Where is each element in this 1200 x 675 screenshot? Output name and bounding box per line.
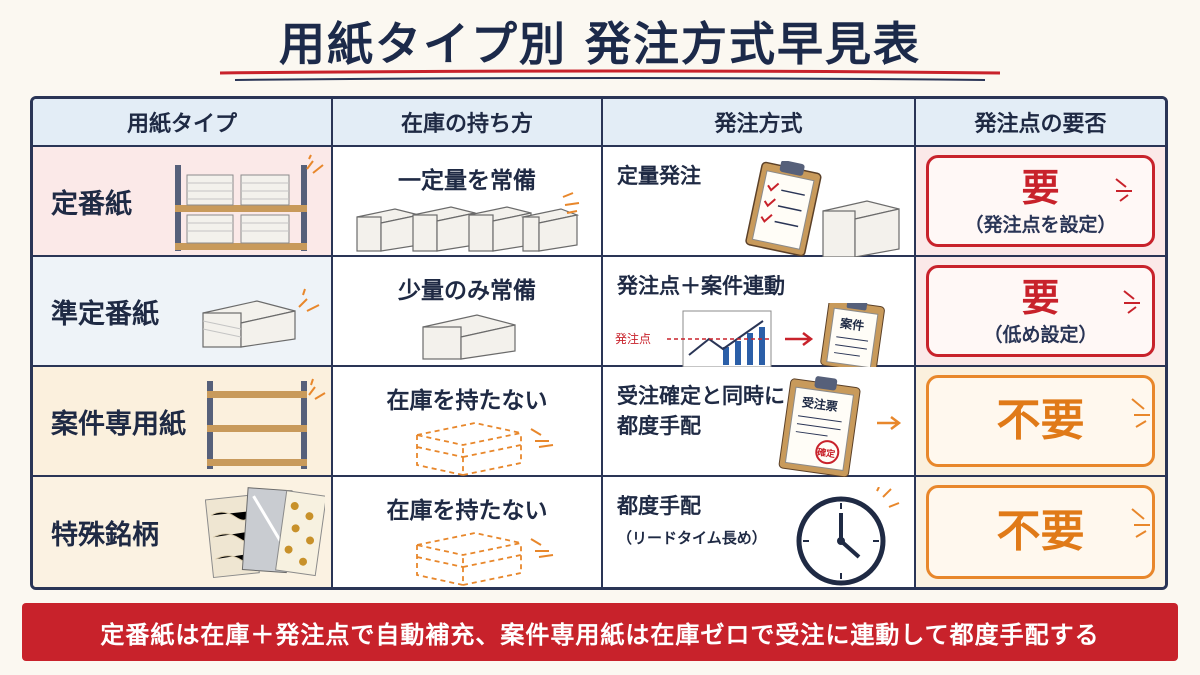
- row-project-required: 不要: [916, 367, 1165, 477]
- arrow-icon: [785, 332, 814, 346]
- holding-label: 在庫を持たない: [386, 498, 548, 524]
- reorder-point-label: 発注点: [615, 331, 651, 346]
- reorder-not-required-badge: 不要: [926, 375, 1155, 467]
- shelf-icon: [207, 381, 307, 469]
- emphasis-marks-icon: [1115, 178, 1132, 202]
- paper-stack-icon: [356, 206, 579, 252]
- row-project-type: 案件専用紙: [33, 367, 333, 477]
- row-standard-holding: 一定量を常備: [333, 147, 603, 257]
- method-sub-label: （リードタイム長め）: [617, 529, 767, 547]
- emphasis-marks-icon: [298, 288, 320, 312]
- row-semi-standard-type: 準定番紙: [33, 257, 333, 367]
- reorder-required-badge: 要 （低め設定）: [926, 265, 1155, 357]
- dashed-paper-icon: [416, 422, 522, 477]
- method-label: 定量発注: [617, 164, 701, 188]
- required-value: 不要: [996, 506, 1085, 557]
- clipboard-checklist-icon: [745, 161, 900, 258]
- holding-label: 一定量を常備: [398, 168, 536, 194]
- header-reorder-point: 発注点の要否: [916, 99, 1165, 147]
- type-label: 特殊銘柄: [51, 519, 159, 551]
- required-note: （発注点を設定）: [964, 213, 1117, 236]
- header-paper-type: 用紙タイプ: [33, 99, 333, 147]
- stamp-label: 確定: [816, 446, 836, 461]
- type-label: 案件専用紙: [51, 408, 186, 440]
- emphasis-marks-icon: [306, 154, 324, 174]
- row-standard-method: 定量発注: [603, 147, 916, 258]
- shelf-icon: [175, 165, 307, 251]
- row-semi-standard-holding: 少量のみ常備: [333, 257, 603, 367]
- row-special-required: 不要: [916, 477, 1165, 587]
- method-label: 都度手配: [617, 494, 701, 518]
- ordering-table: 用紙タイプ 在庫の持ち方 発注方式 発注点の要否 定番紙 一定量を常備: [30, 96, 1168, 590]
- emphasis-marks-icon: [1123, 290, 1140, 314]
- required-value: 不要: [996, 395, 1085, 446]
- row-semi-standard-method: 発注点＋案件連動 発注点 案件: [603, 257, 916, 373]
- summary-banner: 定番紙は在庫＋発注点で自動補充、案件専用紙は在庫ゼロで受注に連動して都度手配する: [22, 603, 1178, 661]
- header-stock-holding: 在庫の持ち方: [333, 99, 603, 147]
- emphasis-marks-icon: [530, 538, 554, 558]
- method-label: 発注点＋案件連動: [617, 274, 785, 298]
- emphasis-marks-icon: [562, 192, 580, 214]
- method-label: 受注確定と同時に 都度手配: [617, 384, 785, 438]
- order-slip-label: 受注票: [801, 394, 839, 414]
- row-standard-required: 要 （発注点を設定）: [916, 147, 1165, 257]
- arrow-icon: [877, 416, 902, 430]
- reorder-not-required-badge: 不要: [926, 485, 1155, 579]
- order-slip-icon: 受注票 確定: [778, 376, 902, 478]
- row-project-method: 受注確定と同時に 都度手配 受注票 確定: [603, 367, 916, 478]
- row-project-holding: 在庫を持たない: [333, 367, 603, 477]
- emphasis-marks-icon: [1131, 398, 1150, 428]
- clock-icon: [796, 487, 900, 586]
- page-title: 用紙タイプ別 発注方式早見表: [278, 17, 921, 71]
- project-card-label: 案件: [838, 315, 865, 333]
- type-label: 準定番紙: [51, 298, 159, 330]
- row-special-type: 特殊銘柄: [33, 477, 333, 587]
- required-note: （低め設定）: [983, 323, 1098, 346]
- required-value: 要: [1021, 165, 1060, 210]
- emphasis-marks-icon: [530, 428, 554, 448]
- dashed-paper-icon: [416, 532, 522, 587]
- row-standard-type: 定番紙: [33, 147, 333, 257]
- required-value: 要: [1021, 275, 1060, 320]
- row-special-method: 都度手配 （リードタイム長め）: [603, 477, 916, 587]
- sample-sheets-icon: [205, 487, 325, 579]
- paper-stack-icon: [422, 314, 516, 360]
- row-semi-standard-required: 要 （低め設定）: [916, 257, 1165, 367]
- reorder-required-badge: 要 （発注点を設定）: [926, 155, 1155, 247]
- holding-label: 少量のみ常備: [398, 278, 536, 304]
- header-order-method: 発注方式: [603, 99, 916, 147]
- emphasis-marks-icon: [1131, 508, 1150, 538]
- emphasis-marks-icon: [308, 378, 326, 400]
- chart-icon: 発注点 案件: [615, 303, 885, 373]
- row-special-holding: 在庫を持たない: [333, 477, 603, 587]
- title-underline: [219, 69, 1001, 81]
- type-label: 定番紙: [51, 188, 132, 220]
- holding-label: 在庫を持たない: [386, 388, 548, 414]
- paper-stack-icon: [202, 300, 296, 348]
